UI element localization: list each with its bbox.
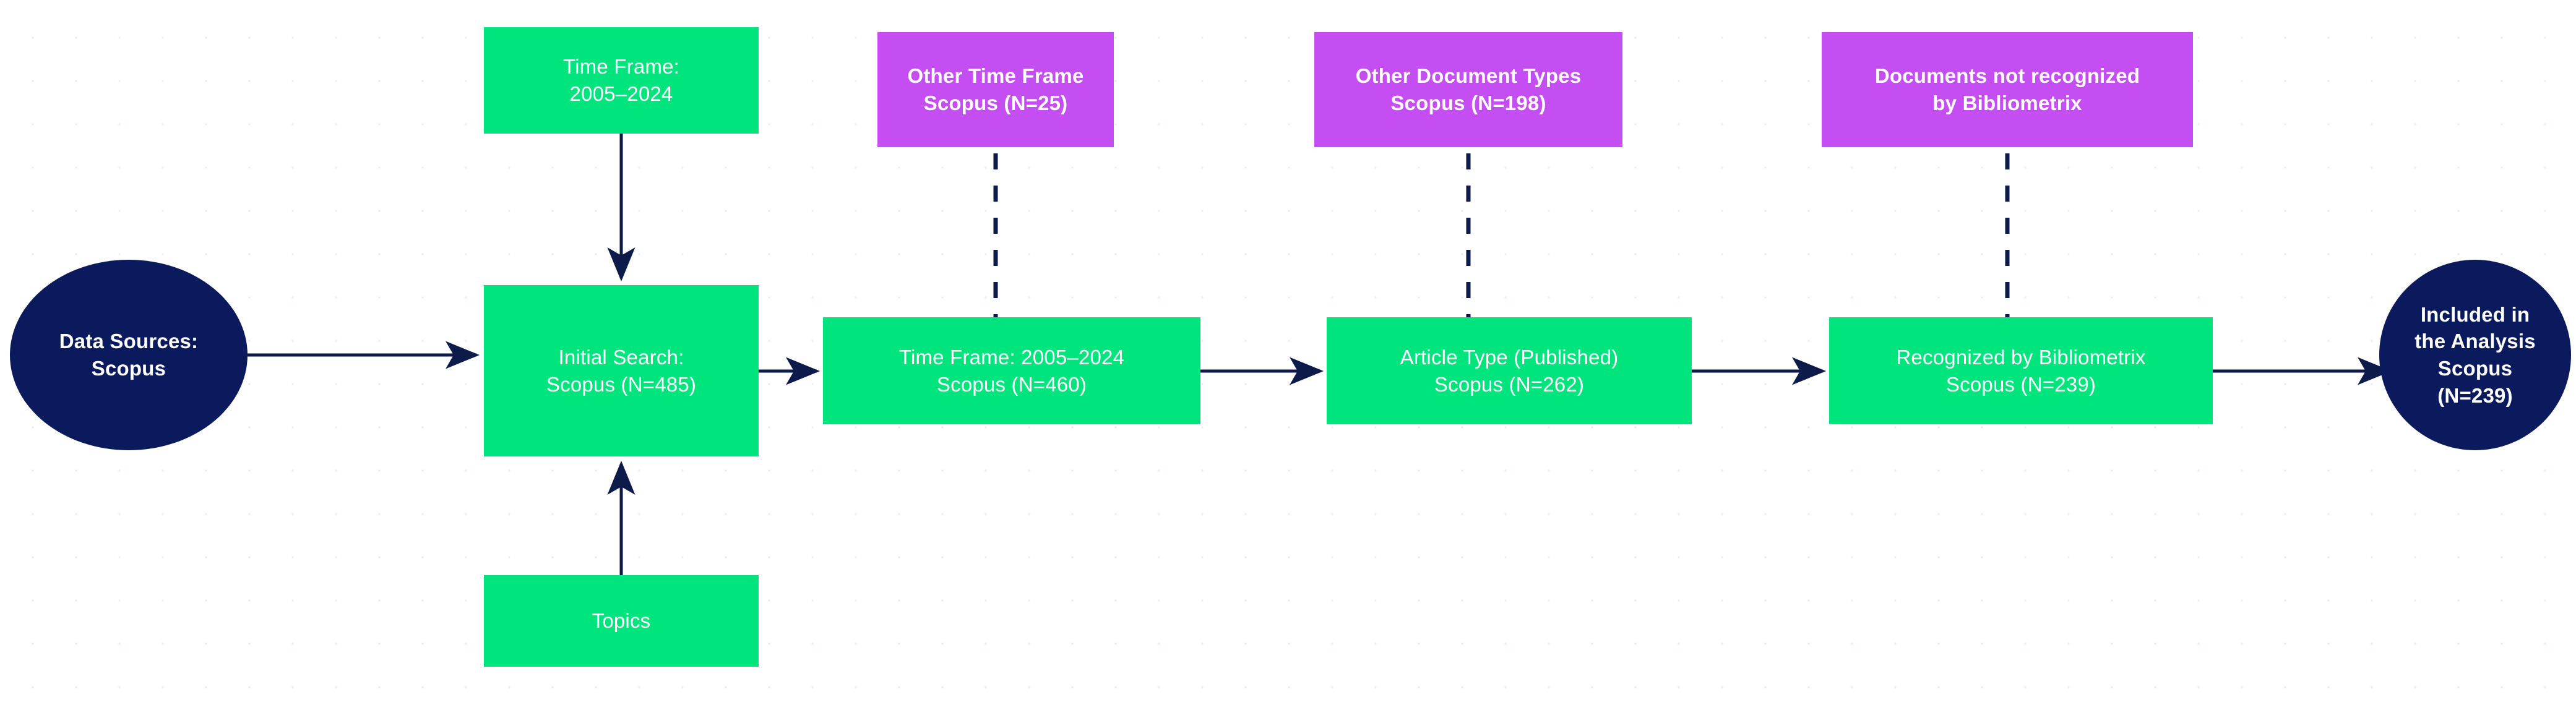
node-initial-search[interactable]: Initial Search: Scopus (N=485) <box>484 285 759 456</box>
node-other-document-types-label: Other Document Types Scopus (N=198) <box>1355 64 1582 114</box>
node-other-time-frame-label: Other Time Frame Scopus (N=25) <box>907 64 1084 114</box>
node-included-analysis-label: Included in the Analysis Scopus (N=239) <box>2414 302 2536 407</box>
node-topics-input-label: Topics <box>592 609 651 633</box>
node-time-frame-filter[interactable]: Time Frame: 2005–2024 Scopus (N=460) <box>823 317 1200 424</box>
node-other-document-types[interactable]: Other Document Types Scopus (N=198) <box>1314 32 1622 147</box>
node-time-frame-input[interactable]: Time Frame: 2005–2024 <box>484 27 759 134</box>
node-data-sources[interactable]: Data Sources: Scopus <box>10 260 248 450</box>
node-documents-not-recognized-label: Documents not recognized by Bibliometrix <box>1874 64 2140 114</box>
node-documents-not-recognized[interactable]: Documents not recognized by Bibliometrix <box>1822 32 2193 147</box>
node-included-analysis[interactable]: Included in the Analysis Scopus (N=239) <box>2379 260 2571 450</box>
node-recognized-bibliometrix-label: Recognized by Bibliometrix Scopus (N=239… <box>1896 345 2146 396</box>
node-initial-search-label: Initial Search: Scopus (N=485) <box>546 345 697 396</box>
node-time-frame-filter-label: Time Frame: 2005–2024 Scopus (N=460) <box>898 345 1125 396</box>
node-topics-input[interactable]: Topics <box>484 575 759 667</box>
node-time-frame-input-label: Time Frame: 2005–2024 <box>563 55 679 105</box>
node-article-type-filter-label: Article Type (Published) Scopus (N=262) <box>1400 345 1619 396</box>
node-article-type-filter[interactable]: Article Type (Published) Scopus (N=262) <box>1327 317 1692 424</box>
node-recognized-bibliometrix[interactable]: Recognized by Bibliometrix Scopus (N=239… <box>1829 317 2213 424</box>
node-other-time-frame[interactable]: Other Time Frame Scopus (N=25) <box>877 32 1114 147</box>
node-data-sources-label: Data Sources: Scopus <box>59 330 199 380</box>
